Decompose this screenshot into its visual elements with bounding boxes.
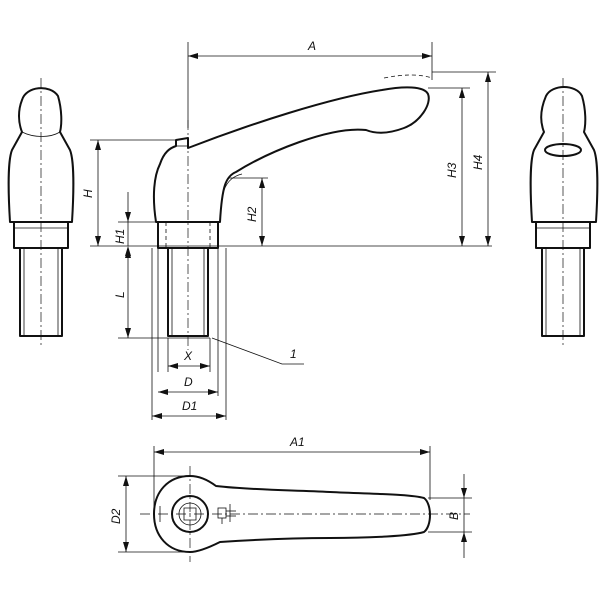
dim-H3-label: H3	[445, 162, 459, 178]
left-side-view	[7, 78, 75, 346]
dim-X-label: X	[183, 349, 193, 363]
front-view-dimensions: A H H1 L H2 H3 H4 X	[81, 39, 496, 420]
front-view-lever-edge	[223, 173, 243, 191]
callout-1-label: 1	[290, 347, 297, 361]
right-side-view	[529, 78, 599, 346]
dim-A-label: A	[307, 39, 316, 53]
dim-D1-label: D1	[182, 399, 197, 413]
lock-symbol-icon	[217, 504, 236, 524]
dim-B-label: B	[447, 512, 461, 520]
front-view-rotation-trace	[383, 74, 433, 79]
dim-D2-label: D2	[109, 508, 123, 524]
right-view-knob	[529, 86, 599, 223]
dim-L-label: L	[113, 291, 127, 298]
front-view	[152, 74, 433, 350]
dim-H2-label: H2	[245, 206, 259, 222]
dim-H-label: H	[81, 189, 95, 198]
dim-A1-label: A1	[289, 435, 305, 449]
top-view-socket	[183, 507, 197, 521]
dim-H4-label: H4	[471, 154, 485, 170]
dim-D-label: D	[184, 375, 193, 389]
top-view	[140, 466, 470, 562]
left-view-knob-rim	[21, 131, 61, 137]
top-view-dimensions: A1 D2 B	[109, 435, 472, 558]
callout-1-leader	[211, 337, 304, 365]
front-view-lever	[152, 86, 430, 223]
left-view-knob	[7, 87, 75, 223]
dim-H1-label: H1	[113, 229, 127, 244]
top-view-lever	[153, 475, 431, 553]
